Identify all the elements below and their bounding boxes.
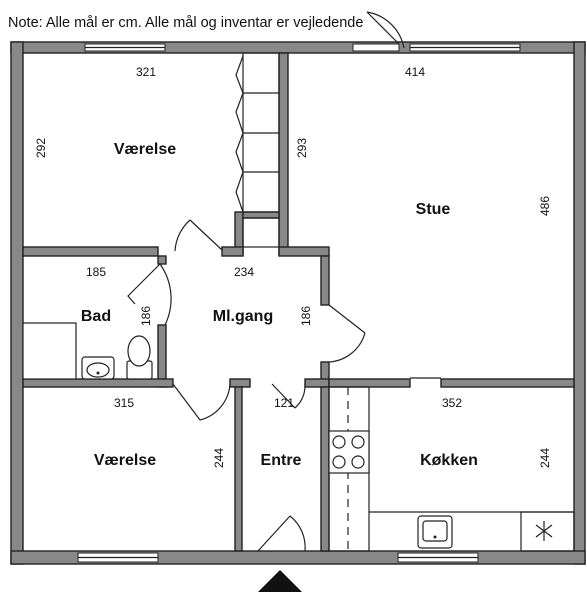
dim-label: 315 [114, 396, 134, 410]
room-label-bad: Bad [81, 308, 111, 325]
dim-label: 121 [274, 396, 294, 410]
dim-label: 486 [538, 196, 552, 216]
dim-label: 244 [212, 448, 226, 468]
room-label-entre: Entre [261, 452, 302, 469]
shower-area [22, 322, 77, 380]
dim-label: 186 [299, 306, 313, 326]
interior-walls [22, 52, 575, 552]
bathroom-fixtures [22, 322, 153, 380]
wardrobe [235, 52, 280, 248]
dim-label: 244 [538, 448, 552, 468]
room-label-stue: Stue [416, 201, 451, 218]
room-label-vaerelse-bottom: Værelse [94, 452, 156, 469]
dim-label: 321 [136, 65, 156, 79]
outer-walls [10, 41, 586, 565]
kitchen-fixtures [328, 386, 575, 552]
dim-label: 185 [86, 265, 106, 279]
doors [127, 11, 441, 552]
toilet-icon [126, 335, 153, 380]
kitchen-sink-icon [417, 515, 453, 549]
dim-label: 293 [295, 138, 309, 158]
fan-icon [520, 511, 575, 552]
stove-icon [328, 430, 370, 474]
room-label-mlgang: Ml.gang [213, 308, 273, 325]
entrance-arrow-icon [258, 570, 302, 592]
dim-label: 234 [234, 265, 254, 279]
dim-label: 292 [34, 138, 48, 158]
room-label-vaerelse-top: Værelse [114, 141, 176, 158]
dim-label: 352 [442, 396, 462, 410]
dim-label: 186 [139, 306, 153, 326]
dim-label: 414 [405, 65, 425, 79]
sink-icon [81, 356, 115, 380]
note-text: Note: Alle mål er cm. Alle mål og invent… [8, 15, 363, 31]
windows [77, 43, 521, 563]
room-label-kokken: Køkken [420, 452, 478, 469]
